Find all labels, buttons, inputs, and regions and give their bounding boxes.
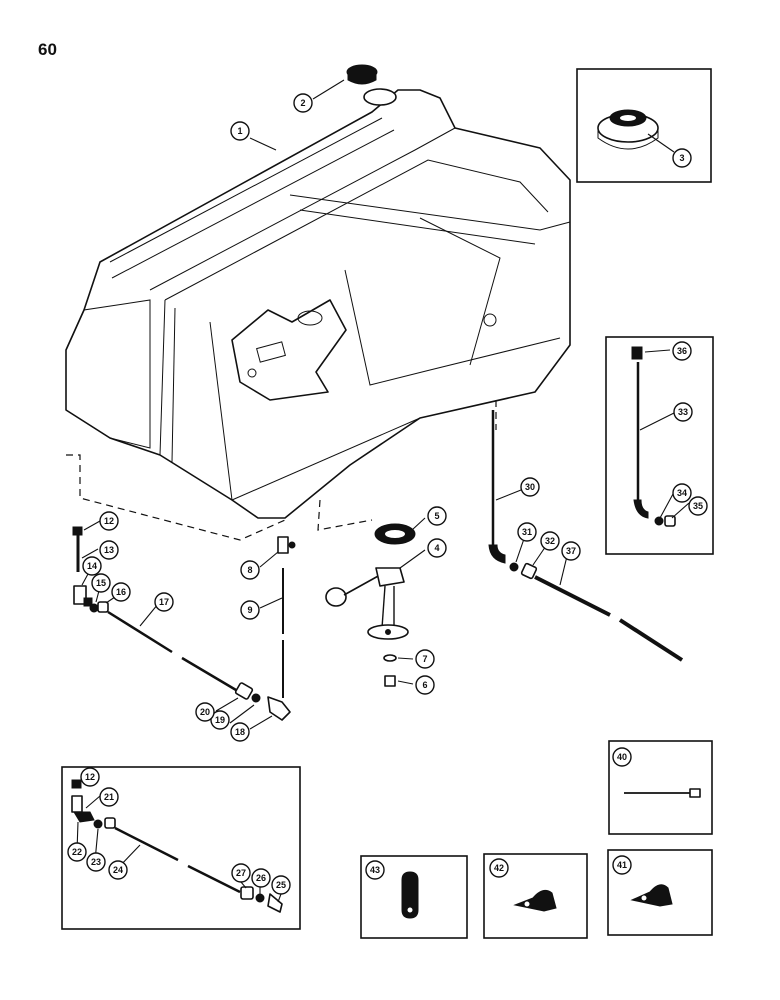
callout-16: 16 — [111, 582, 131, 602]
inset-cap-detail — [576, 68, 712, 183]
callout-18: 18 — [230, 722, 250, 742]
svg-text:42: 42 — [494, 863, 504, 873]
callout-27: 27 — [231, 863, 251, 883]
callout-12: 12 — [99, 511, 119, 531]
callout-23: 23 — [86, 852, 106, 872]
svg-text:2: 2 — [300, 98, 305, 108]
svg-text:9: 9 — [247, 605, 252, 615]
fuel-sender — [325, 567, 409, 640]
callout-1: 1 — [230, 121, 250, 141]
washer — [383, 654, 397, 662]
callout-5: 5 — [427, 506, 447, 526]
svg-text:26: 26 — [256, 873, 266, 883]
callout-33: 33 — [673, 402, 693, 422]
callout-25: 25 — [271, 875, 291, 895]
svg-text:43: 43 — [370, 865, 380, 875]
svg-text:20: 20 — [200, 707, 210, 717]
svg-text:36: 36 — [677, 346, 687, 356]
svg-text:13: 13 — [104, 545, 114, 555]
callout-7: 7 — [415, 649, 435, 669]
callout-32: 32 — [540, 531, 560, 551]
svg-text:27: 27 — [236, 868, 246, 878]
svg-text:4: 4 — [434, 543, 439, 553]
svg-text:23: 23 — [91, 857, 101, 867]
svg-text:1: 1 — [237, 126, 242, 136]
svg-text:12: 12 — [85, 772, 95, 782]
callout-15: 15 — [91, 573, 111, 593]
callout-34: 34 — [672, 483, 692, 503]
callout-14: 14 — [82, 556, 102, 576]
svg-text:32: 32 — [545, 536, 555, 546]
svg-text:34: 34 — [677, 488, 687, 498]
svg-text:7: 7 — [422, 654, 427, 664]
fuel-cap — [346, 64, 378, 85]
callout-36: 36 — [672, 341, 692, 361]
callout-13: 13 — [99, 540, 119, 560]
callout-19: 19 — [210, 710, 230, 730]
svg-text:15: 15 — [96, 578, 106, 588]
svg-text:19: 19 — [215, 715, 225, 725]
callout-41: 41 — [612, 855, 632, 875]
callout-12-inset: 12 — [80, 767, 100, 787]
svg-text:3: 3 — [679, 153, 684, 163]
fuel-pipe-assembly — [488, 410, 684, 662]
svg-text:33: 33 — [678, 407, 688, 417]
callout-3: 3 — [672, 148, 692, 168]
svg-text:40: 40 — [617, 752, 627, 762]
callout-8: 8 — [240, 560, 260, 580]
svg-text:25: 25 — [276, 880, 286, 890]
center-fitting — [277, 536, 296, 698]
callout-26: 26 — [251, 868, 271, 888]
callout-4: 4 — [427, 538, 447, 558]
svg-text:22: 22 — [72, 847, 82, 857]
inset-alt-fittings — [61, 766, 301, 930]
svg-text:21: 21 — [104, 792, 114, 802]
callout-40: 40 — [612, 747, 632, 767]
svg-text:5: 5 — [434, 511, 439, 521]
callout-2: 2 — [293, 93, 313, 113]
svg-text:41: 41 — [617, 860, 627, 870]
callout-42: 42 — [489, 858, 509, 878]
callout-43: 43 — [365, 860, 385, 880]
svg-text:37: 37 — [566, 546, 576, 556]
inset-standpipe — [605, 336, 714, 555]
left-fitting-assembly — [72, 526, 291, 721]
svg-text:16: 16 — [116, 587, 126, 597]
callout-22: 22 — [67, 842, 87, 862]
svg-text:6: 6 — [422, 680, 427, 690]
screw — [384, 675, 396, 687]
svg-text:24: 24 — [113, 865, 123, 875]
sender-gasket — [374, 523, 416, 545]
svg-text:35: 35 — [693, 501, 703, 511]
callout-20: 20 — [195, 702, 215, 722]
svg-text:31: 31 — [522, 527, 532, 537]
callout-24: 24 — [108, 860, 128, 880]
callout-37: 37 — [561, 541, 581, 561]
callout-35: 35 — [688, 496, 708, 516]
callout-30: 30 — [520, 477, 540, 497]
svg-text:18: 18 — [235, 727, 245, 737]
callout-9: 9 — [240, 600, 260, 620]
page-number: 60 — [38, 40, 57, 59]
svg-text:17: 17 — [159, 597, 169, 607]
callout-6: 6 — [415, 675, 435, 695]
fuel-tank — [65, 88, 571, 519]
callout-31: 31 — [517, 522, 537, 542]
svg-text:14: 14 — [87, 561, 97, 571]
callout-21: 21 — [99, 787, 119, 807]
svg-text:12: 12 — [104, 516, 114, 526]
dashed-connector-right — [317, 499, 373, 531]
svg-text:30: 30 — [525, 482, 535, 492]
callout-17: 17 — [154, 592, 174, 612]
svg-text:8: 8 — [247, 565, 252, 575]
